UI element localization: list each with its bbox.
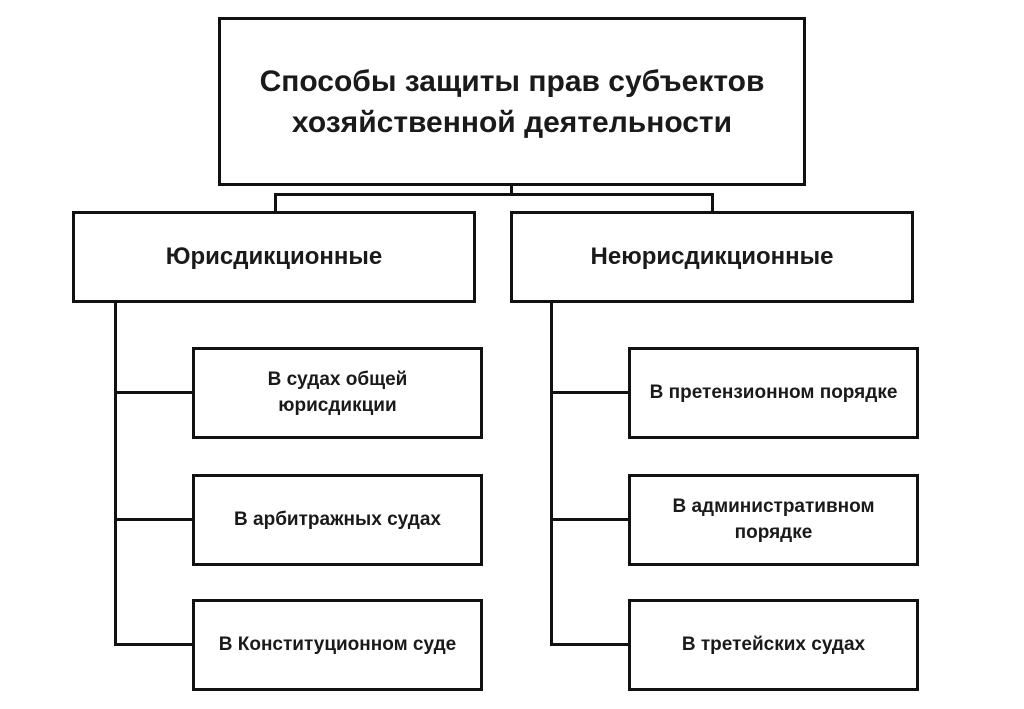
item-node-constitutional-court: В Конституционном суде (192, 599, 483, 691)
item-node-arbitral-tribunals: В третейских судах (628, 599, 919, 691)
right-connector-3 (550, 643, 630, 646)
item-node-general-courts: В судах общей юрисдикции (192, 347, 483, 439)
item-text: В претензионном порядке (650, 380, 898, 406)
right-spine-line (550, 302, 553, 645)
item-text-line-2: юрисдикции (278, 395, 397, 416)
item-text-line-1: В претензионном порядке (649, 382, 898, 403)
item-text: В третейских судах (682, 632, 865, 658)
item-text-line-1: В Конституционном суде (218, 634, 457, 655)
left-spine-line (114, 302, 117, 645)
item-text-line-1: В судах общей (267, 369, 408, 390)
item-node-administrative-procedure: В административном порядке (628, 474, 919, 566)
root-title-line-1: Способы защиты прав субъектов (259, 64, 765, 98)
right-connector-1 (550, 391, 630, 394)
item-text-line-1: В арбитражных судах (234, 509, 441, 530)
item-text-line-2: порядке (734, 522, 813, 543)
right-connector-2 (550, 518, 630, 521)
category-label: Неюрисдикционные (590, 243, 834, 270)
item-text-line-1: В административном (672, 496, 875, 517)
category-node-jurisdictional: Юрисдикционные (72, 211, 476, 303)
left-connector-1 (114, 391, 194, 394)
item-text: В административном порядке (672, 494, 874, 546)
right-branch-drop-line (711, 193, 714, 212)
item-text: В Конституционном суде (219, 632, 456, 658)
item-text: В арбитражных судах (234, 507, 441, 533)
item-text: В судах общей юрисдикции (268, 367, 408, 419)
left-connector-3 (114, 643, 194, 646)
left-connector-2 (114, 518, 194, 521)
left-branch-drop-line (274, 193, 277, 212)
category-node-non-jurisdictional: Неюрисдикционные (510, 211, 914, 303)
item-text-line-1: В третейских судах (681, 634, 866, 655)
root-branch-line (274, 193, 714, 196)
category-label: Юрисдикционные (165, 243, 383, 270)
item-node-claims-procedure: В претензионном порядке (628, 347, 919, 439)
root-stem-line (510, 185, 513, 195)
item-node-arbitration-courts: В арбитражных судах (192, 474, 483, 566)
root-title: Способы защиты прав субъектов хозяйствен… (260, 61, 765, 143)
root-node: Способы защиты прав субъектов хозяйствен… (218, 17, 806, 186)
root-title-line-2: хозяйственной деятельности (291, 105, 733, 139)
